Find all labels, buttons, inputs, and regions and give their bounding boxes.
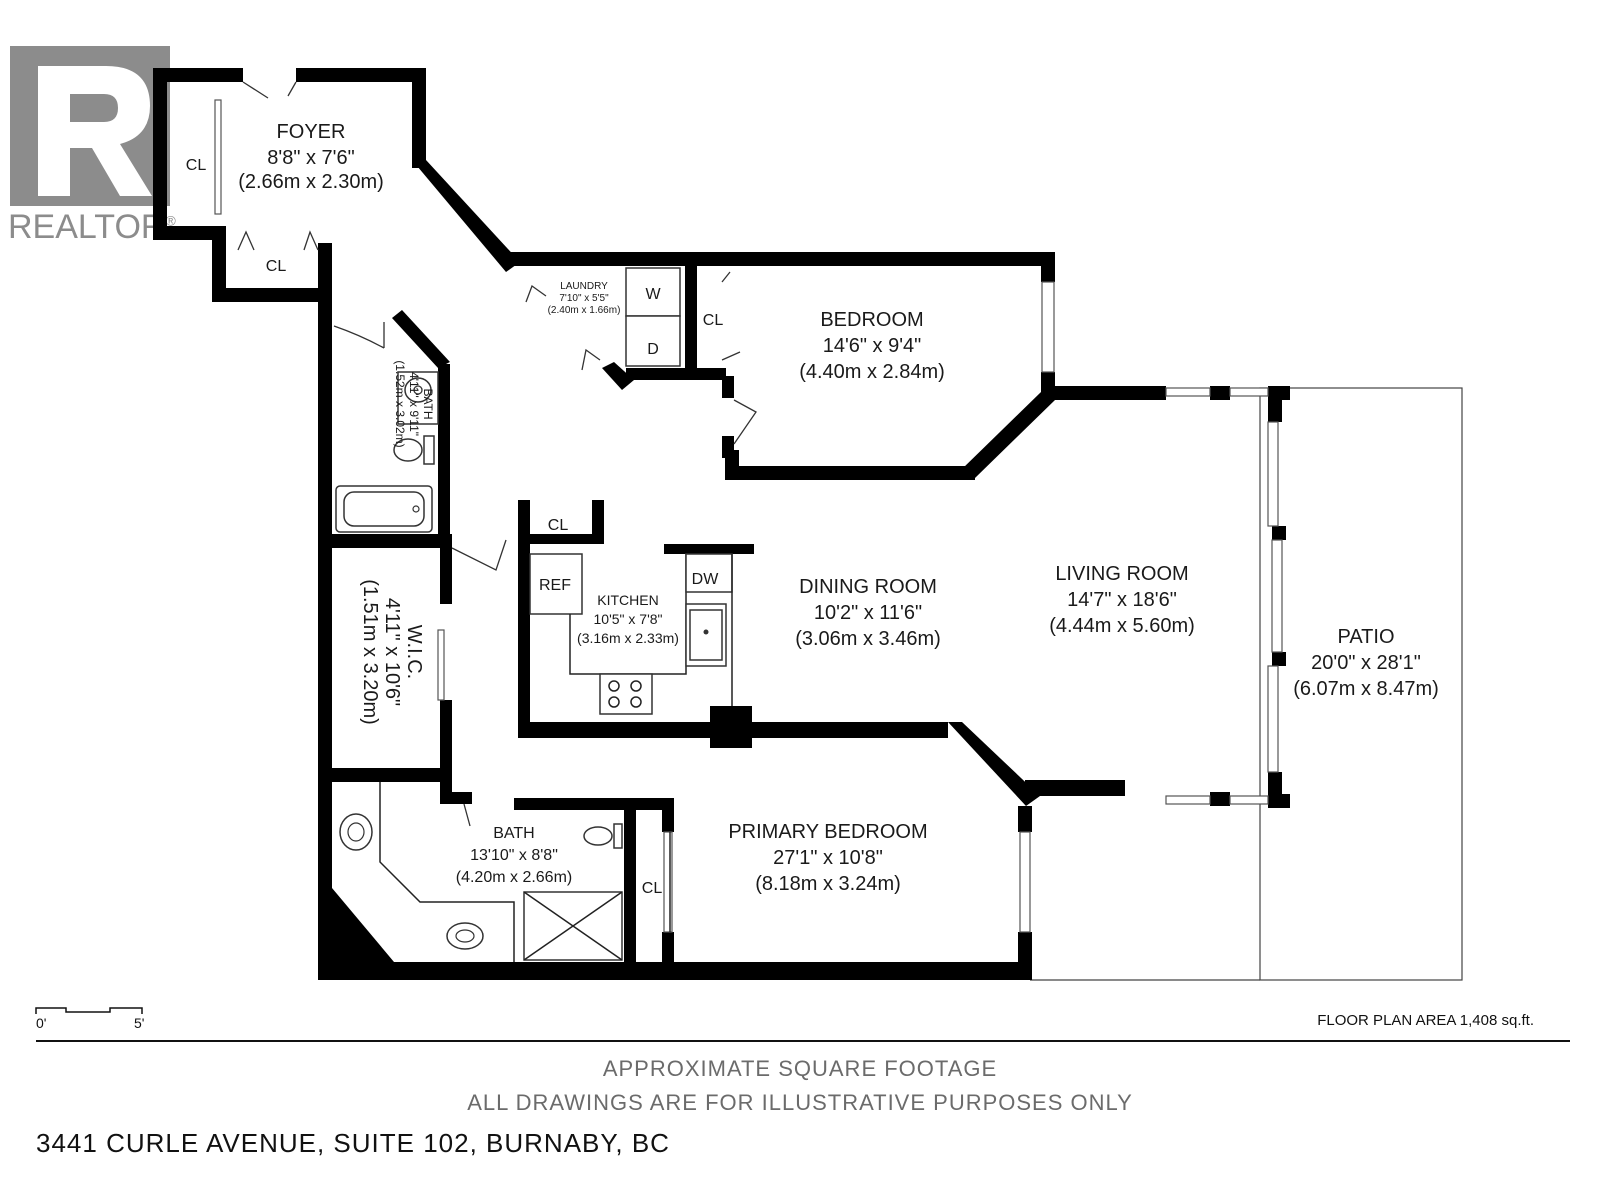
closet-label-foyer: CL (186, 157, 207, 174)
door-swings (237, 81, 757, 827)
svg-text:LIVING ROOM: LIVING ROOM (1055, 563, 1188, 585)
dishwasher-label: DW (692, 571, 720, 588)
room-label-wic: W.I.C. 4'11" x 10'6" (1.51m x 3.20m) (359, 579, 425, 725)
svg-text:14'6" x 9'4": 14'6" x 9'4" (823, 335, 922, 357)
svg-text:(4.40m x 2.84m): (4.40m x 2.84m) (799, 361, 945, 383)
svg-text:(2.66m x 2.30m): (2.66m x 2.30m) (238, 171, 384, 193)
disclaimer-line-2: ALL DRAWINGS ARE FOR ILLUSTRATIVE PURPOS… (467, 1090, 1133, 1115)
svg-text:8'8" x 7'6": 8'8" x 7'6" (267, 147, 354, 169)
svg-text:10'5" x 7'8": 10'5" x 7'8" (594, 611, 663, 627)
room-label-laundry: LAUNDRY 7'10" x 5'5" (2.40m x 1.66m) (548, 281, 621, 316)
closet-label-laundry: CL (703, 312, 724, 329)
room-label-bath-2: BATH 13'10" x 8'8" (4.20m x 2.66m) (456, 825, 572, 886)
svg-text:PATIO: PATIO (1337, 626, 1394, 648)
washer-label: W (645, 286, 661, 303)
svg-text:27'1" x 10'8": 27'1" x 10'8" (773, 847, 883, 869)
svg-text:(3.06m x 3.46m): (3.06m x 3.46m) (795, 628, 941, 650)
svg-text:7'10" x 5'5": 7'10" x 5'5" (559, 293, 609, 304)
room-label-bedroom: BEDROOM 14'6" x 9'4" (4.40m x 2.84m) (799, 309, 945, 383)
windows (214, 99, 1283, 933)
svg-text:W.I.C.: W.I.C. (403, 625, 425, 679)
dryer-label: D (647, 341, 659, 358)
scale-bar (35, 1007, 143, 1014)
scale-end-label: 5' (134, 1015, 145, 1031)
room-label-kitchen: KITCHEN 10'5" x 7'8" (3.16m x 2.33m) (577, 592, 679, 646)
room-label-bath-1: BATH 4'11" x 9'11" (1.52m x 3.02m) (393, 360, 435, 447)
svg-text:FOYER: FOYER (277, 121, 346, 143)
disclaimer-line-1: APPROXIMATE SQUARE FOOTAGE (602, 1056, 998, 1081)
property-address: 3441 CURLE AVENUE, SUITE 102, BURNABY, B… (36, 1128, 670, 1158)
svg-text:BEDROOM: BEDROOM (820, 309, 923, 331)
closet-label-primary: CL (642, 880, 663, 897)
room-label-foyer: FOYER 8'8" x 7'6" (2.66m x 2.30m) (238, 121, 384, 193)
svg-text:(4.44m x 5.60m): (4.44m x 5.60m) (1049, 615, 1195, 637)
svg-text:(2.40m x 1.66m): (2.40m x 1.66m) (548, 305, 621, 316)
realtor-logo (8, 44, 188, 254)
room-label-dining: DINING ROOM 10'2" x 11'6" (3.06m x 3.46m… (795, 576, 941, 650)
divider (36, 1040, 1570, 1042)
svg-text:BATH: BATH (421, 388, 435, 419)
patio-outline (1259, 387, 1463, 981)
svg-text:(3.16m x 2.33m): (3.16m x 2.33m) (577, 630, 679, 646)
svg-text:DINING ROOM: DINING ROOM (799, 576, 937, 598)
floor-plan-area: FLOOR PLAN AREA 1,408 sq.ft. (1317, 1012, 1534, 1029)
svg-text:(8.18m x 3.24m): (8.18m x 3.24m) (755, 873, 901, 895)
closet-label-kitchen: CL (548, 517, 569, 534)
svg-text:BATH: BATH (493, 825, 534, 842)
svg-text:(6.07m x 8.47m): (6.07m x 8.47m) (1293, 678, 1439, 700)
room-label-primary-bedroom: PRIMARY BEDROOM 27'1" x 10'8" (8.18m x 3… (728, 821, 927, 895)
scale-start-label: 0' (36, 1015, 47, 1031)
svg-text:(1.51m x 3.20m): (1.51m x 3.20m) (359, 579, 381, 725)
svg-text:(4.20m x 2.66m): (4.20m x 2.66m) (456, 869, 572, 886)
svg-text:PRIMARY BEDROOM: PRIMARY BEDROOM (728, 821, 927, 843)
fridge-label: REF (539, 577, 571, 594)
svg-text:LAUNDRY: LAUNDRY (560, 281, 608, 292)
svg-text:KITCHEN: KITCHEN (597, 592, 658, 608)
svg-text:(1.52m x 3.02m): (1.52m x 3.02m) (393, 360, 407, 447)
closet-label-foyer-lower: CL (266, 258, 287, 275)
realtor-wordmark: REALTOR® (8, 208, 176, 246)
svg-text:14'7" x 18'6": 14'7" x 18'6" (1067, 589, 1177, 611)
fixtures (335, 267, 733, 962)
svg-text:20'0" x 28'1": 20'0" x 28'1" (1311, 652, 1421, 674)
svg-text:10'2" x 11'6": 10'2" x 11'6" (814, 602, 922, 624)
svg-text:4'11" x 10'6": 4'11" x 10'6" (381, 598, 403, 706)
svg-text:13'10" x 8'8": 13'10" x 8'8" (470, 847, 558, 864)
room-label-living: LIVING ROOM 14'7" x 18'6" (4.44m x 5.60m… (1049, 563, 1195, 637)
svg-text:4'11" x 9'11": 4'11" x 9'11" (407, 372, 421, 436)
walls (153, 68, 1290, 980)
room-label-patio: PATIO 20'0" x 28'1" (6.07m x 8.47m) (1293, 626, 1439, 700)
